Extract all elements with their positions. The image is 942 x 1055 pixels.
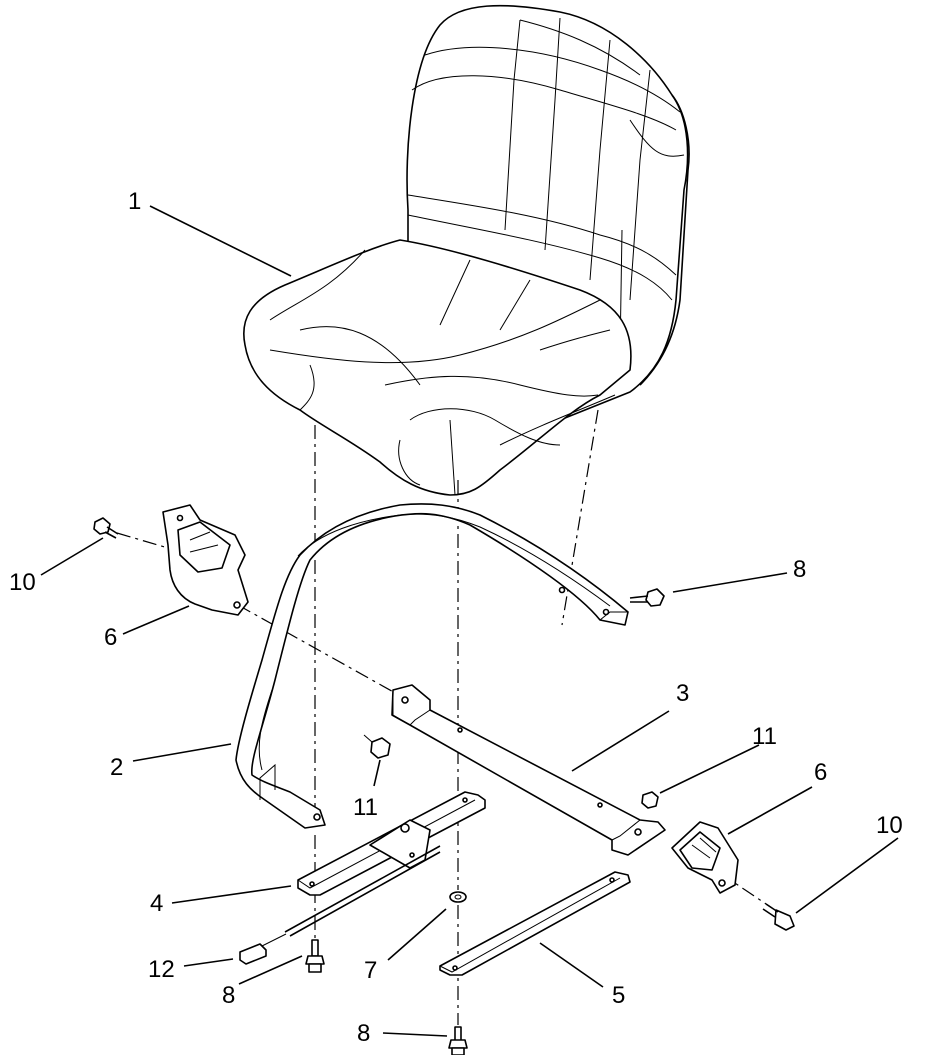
seat-bracket-icon — [391, 684, 666, 856]
seat-belt-buckle-icon — [671, 821, 739, 894]
callout-12: 12 — [148, 956, 175, 983]
handle-grip-icon — [239, 933, 287, 965]
callout-2: 2 — [110, 754, 123, 781]
callout-10-left: 10 — [9, 569, 36, 596]
callout-7: 7 — [364, 957, 377, 984]
bolt-icon — [762, 903, 795, 931]
bolt-icon — [448, 1026, 468, 1055]
seat-slide-with-latch-icon — [284, 791, 486, 937]
washer-icon — [449, 891, 467, 903]
seat-belt-buckle-icon — [162, 504, 249, 616]
callout-6-left: 6 — [104, 624, 117, 651]
callout-8-lower-left: 8 — [222, 982, 235, 1009]
bolt-icon — [93, 517, 119, 539]
callout-11-center: 11 — [353, 794, 378, 821]
callout-10-right: 10 — [876, 812, 903, 839]
callout-4: 4 — [150, 890, 163, 917]
callout-1: 1 — [128, 188, 141, 215]
nut-icon — [363, 734, 391, 759]
callout-3: 3 — [676, 680, 689, 707]
callout-labels: 1 2 3 4 5 6 6 7 8 8 8 10 10 11 11 12 — [9, 188, 903, 1047]
leader-lines — [40, 205, 899, 1037]
callout-11-right: 11 — [752, 723, 777, 750]
bolt-icon — [629, 588, 665, 607]
seat-support-bar-icon — [235, 503, 629, 829]
callout-6-right: 6 — [814, 759, 827, 786]
nut-icon — [641, 791, 659, 809]
seat-icon — [243, 4, 690, 496]
callout-8-bottom: 8 — [357, 1020, 370, 1047]
callout-8-top-right: 8 — [793, 556, 806, 583]
bolt-icon — [305, 939, 325, 973]
seat-slide-icon — [439, 871, 631, 976]
callout-5: 5 — [612, 982, 625, 1009]
